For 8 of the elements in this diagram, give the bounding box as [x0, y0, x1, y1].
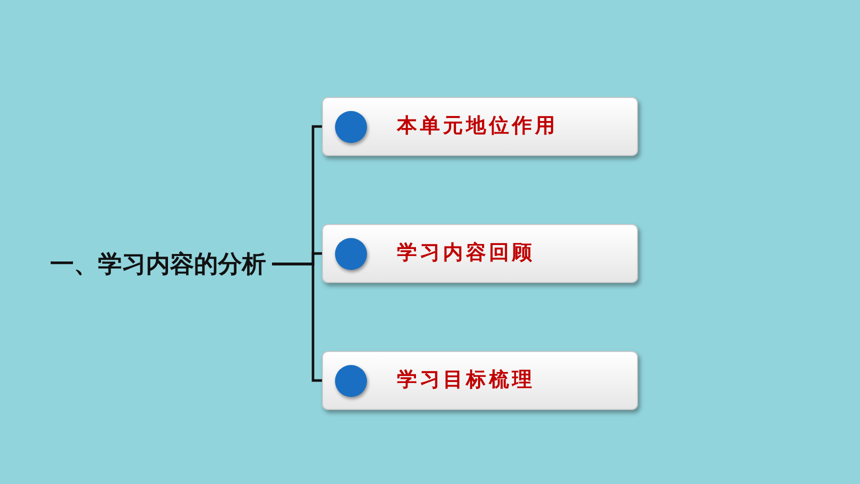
- topic-text: 学习内容回顾: [397, 239, 535, 266]
- bracket-line: [272, 262, 322, 382]
- topic-text: 学习目标梳理: [397, 366, 535, 393]
- topic-box: [322, 224, 638, 283]
- topic-text: 本单元地位作用: [397, 112, 558, 139]
- topic-box: [322, 351, 638, 410]
- topic-box: [322, 97, 638, 156]
- heading-text: 一、学习内容的分析: [50, 248, 266, 280]
